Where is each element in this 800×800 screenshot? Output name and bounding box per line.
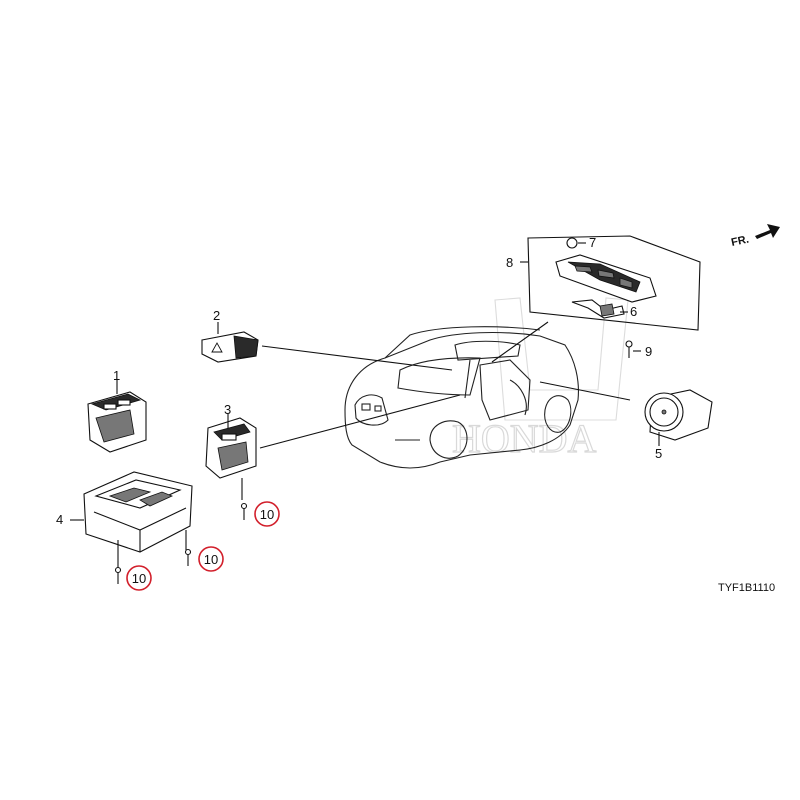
callouts: 1 2 3 4 5 6 7 8 9 <box>56 235 662 527</box>
screw-10-c <box>114 566 122 584</box>
highlighted-callout-10-c: 10 <box>126 565 152 591</box>
car-outline <box>344 326 579 469</box>
hazard-triangle-icon <box>211 342 223 353</box>
highlight-ring <box>198 546 224 572</box>
callout-7: 7 <box>589 235 596 250</box>
callout-5: 5 <box>655 446 662 461</box>
highlighted-callout-10-a: 10 <box>254 501 280 527</box>
diagram-code: TYF1B1110 <box>718 582 775 594</box>
part-9-screw <box>625 340 641 358</box>
part-3-switch <box>205 414 257 500</box>
part-8-assembly <box>520 235 701 331</box>
callout-2: 2 <box>213 308 220 323</box>
part-7-clip <box>566 237 586 249</box>
screw-10-a <box>240 502 248 520</box>
highlight-ring <box>126 565 152 591</box>
part-8-switch-panel <box>555 254 657 303</box>
part-5-start-switch <box>644 389 713 446</box>
part-1-switch-block <box>87 380 147 453</box>
callout-10-c: 10 <box>132 571 146 586</box>
callout-10-b: 10 <box>204 552 218 567</box>
highlighted-callout-10-b: 10 <box>198 546 224 572</box>
highlight-ring <box>254 501 280 527</box>
callout-10-a: 10 <box>260 507 274 522</box>
callout-9: 9 <box>645 344 652 359</box>
front-direction-label: FR. <box>730 234 750 249</box>
screw-10-b <box>184 548 192 566</box>
callout-8: 8 <box>506 255 513 270</box>
callout-1: 1 <box>113 368 120 383</box>
callout-3: 3 <box>224 402 231 417</box>
front-direction-indicator: FR. <box>730 224 780 249</box>
part-2-hazard-switch <box>201 322 259 363</box>
leader-lines <box>259 321 631 449</box>
callout-4: 4 <box>56 512 63 527</box>
part-6-bracket <box>571 299 628 319</box>
front-arrow-icon <box>755 224 780 239</box>
honda-watermark: HONDA <box>451 297 629 462</box>
part-4-base-panel <box>70 471 193 570</box>
callout-6: 6 <box>630 304 637 319</box>
